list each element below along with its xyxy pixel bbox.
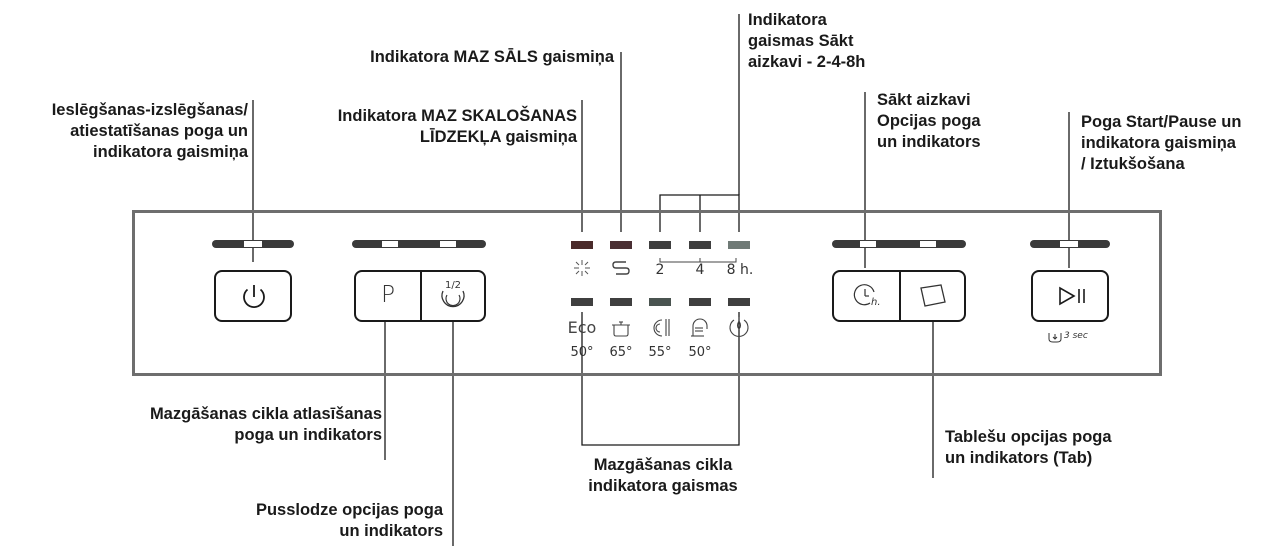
hours-2: 2 <box>655 262 665 278</box>
start-pause-button[interactable] <box>1031 270 1109 322</box>
temp-eco: 50° <box>570 345 594 360</box>
hours-4: 4 <box>695 262 705 278</box>
leader-cycle-leds <box>581 312 740 446</box>
control-panel <box>132 210 1162 376</box>
program-button-label: P <box>381 282 395 308</box>
half-load-button[interactable]: 1/2 <box>422 272 484 320</box>
low-salt-led <box>610 241 632 249</box>
program-button[interactable]: P <box>356 272 420 320</box>
rinse-aid-icon <box>574 260 590 276</box>
cycle-normal-led <box>649 298 671 306</box>
pot-icon <box>612 321 630 337</box>
delay-tablet-buttons: h. <box>832 270 966 322</box>
drain-note: 3 sec <box>1064 331 1088 341</box>
program-led-bar <box>352 240 486 248</box>
start-led <box>1060 241 1078 247</box>
hours-8: 8 h. <box>726 262 754 278</box>
tablet-led <box>920 241 936 247</box>
program-led <box>382 241 398 247</box>
start-led-bar <box>1030 240 1110 248</box>
cycle-intensive-led <box>610 298 632 306</box>
half-load-label: 1/2 <box>444 280 462 291</box>
tablet-button[interactable] <box>901 272 964 320</box>
temp-quick: 50° <box>688 345 712 360</box>
delay-start-button[interactable]: h. <box>834 272 899 320</box>
half-load-led <box>440 241 456 247</box>
cycle-rinse-led <box>728 298 750 306</box>
temp-normal: 55° <box>648 345 672 360</box>
drain-icon <box>1048 333 1062 343</box>
delay-clock-icon: h. <box>853 284 881 308</box>
plate-cutlery-icon <box>653 319 670 337</box>
low-rinse-led <box>571 241 593 249</box>
program-button-divider <box>420 272 422 320</box>
hours-bracket <box>659 258 737 263</box>
delay-tablet-divider <box>899 272 901 320</box>
temp-intensive: 65° <box>609 345 633 360</box>
delay-4h-led <box>689 241 711 249</box>
power-led <box>244 241 262 247</box>
cycle-eco-led <box>571 298 593 306</box>
salt-icon <box>612 261 630 275</box>
label-power-button: Ieslēgšanas-izslēgšanas/atiestatīšanas p… <box>51 101 248 161</box>
label-low-salt: Indikatora MAZ SĀLS gaismiņa <box>370 48 614 66</box>
tablet-icon <box>920 284 946 307</box>
delay-8h-led <box>728 241 750 249</box>
svg-text:h.: h. <box>871 297 881 308</box>
plate-stack-icon <box>691 318 708 337</box>
half-load-icon <box>441 290 465 308</box>
delay-led <box>860 241 876 247</box>
power-icon <box>243 285 265 308</box>
power-led-bar <box>212 240 294 248</box>
delay-2h-led <box>649 241 671 249</box>
eco-icon: Eco <box>567 318 597 337</box>
rinse-icon <box>729 317 749 337</box>
program-half-load-buttons: P 1/2 <box>354 270 486 322</box>
cycle-quick-led <box>689 298 711 306</box>
power-button[interactable] <box>214 270 292 322</box>
delay-tab-led-bar <box>832 240 966 248</box>
play-pause-icon <box>1059 286 1085 306</box>
